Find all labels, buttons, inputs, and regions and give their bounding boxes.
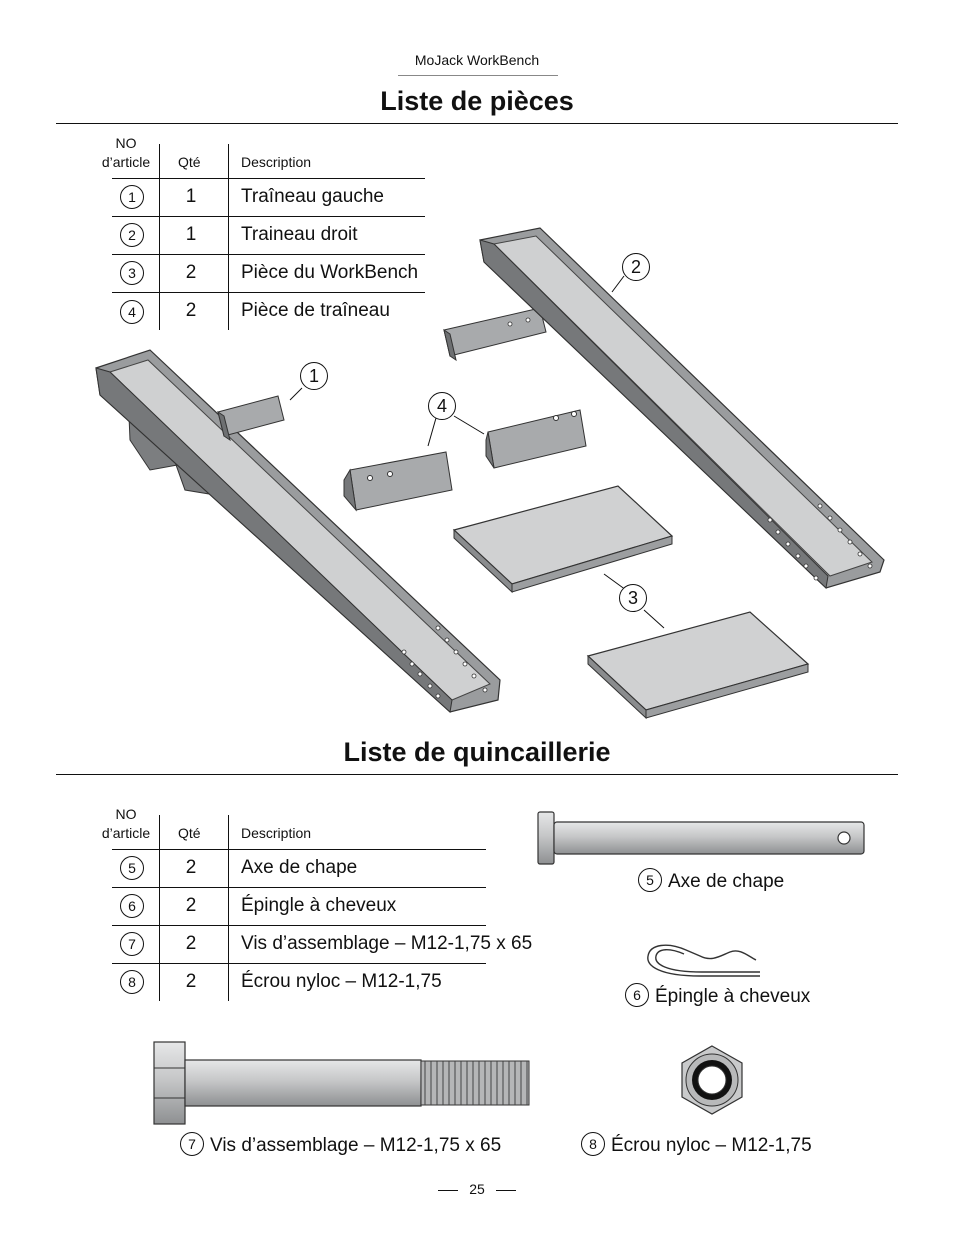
caption-text: Épingle à cheveux <box>655 986 811 1008</box>
caption-text: Axe de chape <box>668 871 785 893</box>
bolt-drawing <box>153 1041 530 1125</box>
item-number-badge: 6 <box>625 983 649 1007</box>
item-quantity: 2 <box>185 857 197 878</box>
caption-bolt: 7 Vis d’assemblage – M12-1,75 x 65 <box>180 1132 502 1158</box>
item-description: Axe de chape <box>241 857 358 878</box>
callout-3: 3 <box>619 584 647 612</box>
parts-col-qty: Qté <box>178 154 201 170</box>
caption-clevis-pin: 5 Axe de chape <box>638 868 785 894</box>
hardware-row-rule <box>112 963 486 964</box>
workbench-piece-drawing <box>586 611 810 720</box>
item-quantity: 1 <box>185 186 197 207</box>
hardware-col-qty: Qté <box>178 825 201 841</box>
parts-row-rule <box>112 178 425 179</box>
hairpin-drawing <box>647 944 760 977</box>
hardware-col-divider-1 <box>159 815 160 1001</box>
parts-row-rule <box>112 292 425 293</box>
item-description: Pièce de traîneau <box>241 300 390 321</box>
item-number-badge: 5 <box>120 856 144 880</box>
parts-illustration <box>95 227 885 720</box>
hardware-row-rule <box>112 925 486 926</box>
nylon-nut-drawing <box>681 1045 743 1115</box>
item-description: Traîneau gauche <box>241 186 384 207</box>
hardware-col-no: NO d’article <box>101 806 151 841</box>
hardware-col-description: Description <box>241 825 312 841</box>
item-number-badge: 8 <box>581 1132 605 1156</box>
item-quantity: 2 <box>185 262 197 283</box>
parts-col-no: NO d’article <box>101 135 151 170</box>
header-rule <box>398 75 558 76</box>
item-number-badge: 5 <box>638 868 662 892</box>
callout-1: 1 <box>300 362 328 390</box>
item-quantity: 1 <box>185 224 197 245</box>
parts-row-rule <box>112 254 425 255</box>
parts-col-divider-2 <box>228 144 229 330</box>
workbench-piece-drawing <box>452 485 674 594</box>
document-header: MoJack WorkBench <box>414 52 540 68</box>
item-description: Épingle à cheveux <box>241 895 397 916</box>
item-description: Écrou nyloc – M12-1,75 <box>241 971 442 992</box>
right-skid-tab <box>443 307 547 362</box>
parts-col-divider-1 <box>159 144 160 330</box>
caption-text: Vis d’assemblage – M12-1,75 x 65 <box>210 1135 502 1157</box>
item-quantity: 2 <box>185 895 197 916</box>
item-number-badge: 7 <box>180 1132 204 1156</box>
skid-piece-drawing <box>343 451 453 512</box>
caption-hairpin: 6 Épingle à cheveux <box>625 983 811 1009</box>
hardware-row-rule <box>112 887 486 888</box>
item-number-badge: 3 <box>120 261 144 285</box>
item-number-badge: 4 <box>120 300 144 324</box>
hardware-list-title: Liste de quincaillerie <box>343 737 611 767</box>
item-number-badge: 2 <box>120 223 144 247</box>
item-number-badge: 6 <box>120 894 144 918</box>
parts-col-description: Description <box>241 154 312 170</box>
item-quantity: 2 <box>185 300 197 321</box>
hardware-col-divider-2 <box>228 815 229 1001</box>
right-skid-drawing <box>443 227 885 590</box>
left-skid-drawing <box>95 349 501 713</box>
parts-row-rule <box>112 216 425 217</box>
callout-2: 2 <box>622 253 650 281</box>
caption-nylon-nut: 8 Écrou nyloc – M12-1,75 <box>581 1132 812 1158</box>
page-number-dash <box>438 1190 458 1191</box>
item-quantity: 2 <box>185 933 197 954</box>
hardware-title-rule <box>56 774 898 775</box>
hardware-illustration <box>153 811 865 1125</box>
skid-piece-drawing <box>485 409 587 469</box>
item-quantity: 2 <box>185 971 197 992</box>
parts-title-rule <box>56 123 898 124</box>
item-description: Traineau droit <box>241 224 358 245</box>
item-number-badge: 8 <box>120 970 144 994</box>
item-description: Vis d’assemblage – M12-1,75 x 65 <box>241 933 533 954</box>
item-number-badge: 7 <box>120 932 144 956</box>
hardware-row-rule <box>112 849 486 850</box>
caption-text: Écrou nyloc – M12-1,75 <box>611 1135 812 1157</box>
left-skid-tab <box>217 395 285 442</box>
parts-list-title: Liste de pièces <box>380 86 574 116</box>
callout-4: 4 <box>428 392 456 420</box>
page-number-dash <box>496 1190 516 1191</box>
clevis-pin-drawing <box>537 811 865 865</box>
item-description: Pièce du WorkBench <box>241 262 419 283</box>
page-number: 25 <box>469 1181 485 1197</box>
item-number-badge: 1 <box>120 185 144 209</box>
